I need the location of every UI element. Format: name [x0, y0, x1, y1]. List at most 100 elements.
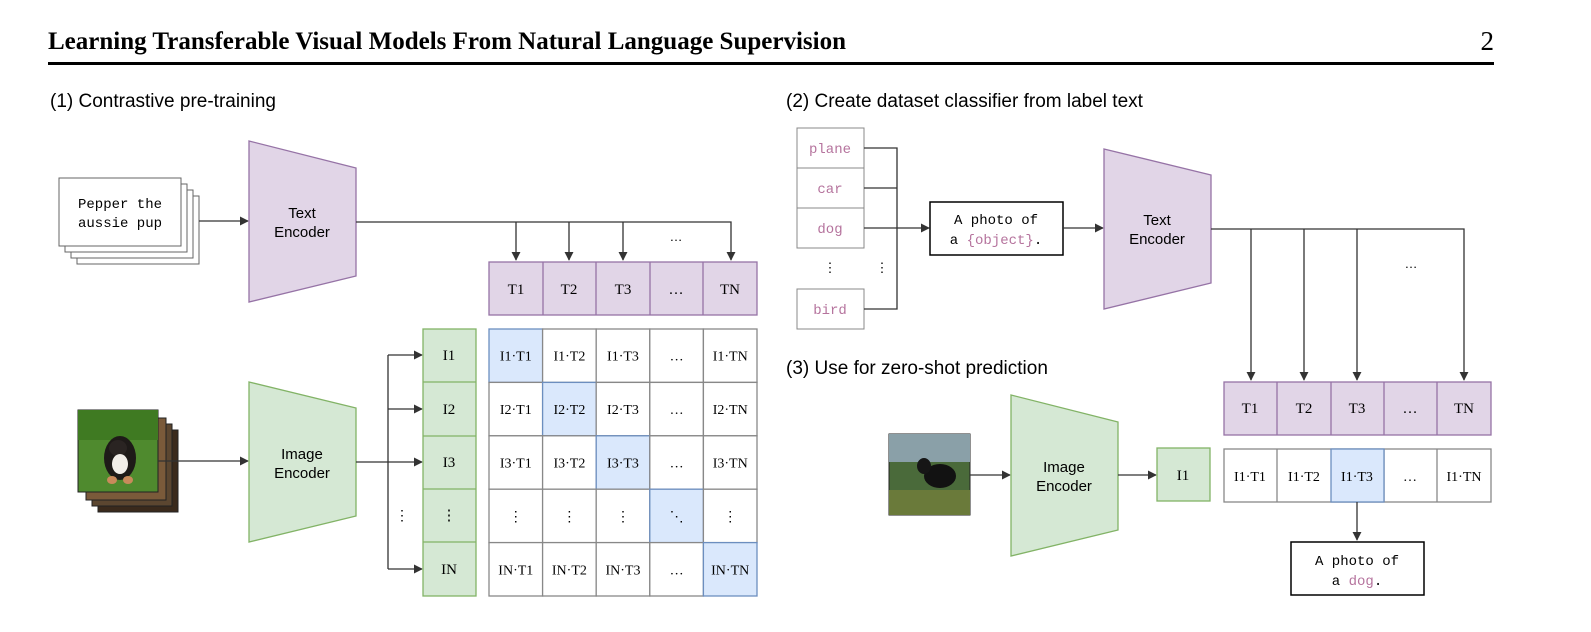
matrix-cell: [541, 435, 597, 490]
zero-shot-score-row: I1·T1 I1·T2 I1·T3 … I1·TN: [1223, 448, 1492, 503]
matrix-cell-label: …: [670, 457, 684, 472]
label-plane: plane: [809, 142, 851, 158]
matrix-cell-label: I1·T3: [607, 350, 639, 365]
matrix-cell-label: I3·T1: [500, 457, 532, 472]
label-lines-vdots: ⋮: [876, 260, 889, 275]
matrix-cell: [488, 381, 544, 437]
matrix-cell-label: …: [670, 563, 684, 578]
zs-text-token-t2: T2: [1296, 401, 1313, 417]
image-encoder-2-label-line2: Encoder: [1036, 478, 1092, 495]
text-encoder-2: [1103, 148, 1212, 310]
paper-title: Learning Transferable Visual Models From…: [48, 28, 846, 55]
label-dog: dog: [817, 222, 842, 238]
text-arrows-2-ellipsis: …: [1405, 256, 1418, 271]
zs-image-token-box: [1156, 447, 1211, 502]
prediction-line2: a dog.: [1332, 574, 1382, 590]
matrix-cell: [702, 488, 758, 544]
label-list: plane car dog bird ⋮ ⋮: [796, 127, 889, 330]
zs-image-token-i1: I1: [1177, 468, 1190, 484]
matrix-cell: [702, 328, 758, 384]
text-token-row-2: T1 T2 T3 … TN: [1223, 381, 1492, 436]
zero-shot-image: [888, 433, 971, 516]
matrix-cell-label: IN·T2: [552, 563, 587, 578]
image-arrows-vdots: ⋮: [395, 509, 409, 524]
prediction-line1: A photo of: [1315, 554, 1399, 570]
section1-title: (1) Contrastive pre-training: [50, 91, 276, 112]
matrix-cell-label: I3·T2: [553, 457, 585, 472]
matrix-cell-label: I2·T3: [607, 403, 639, 418]
matrix-cell: [649, 435, 705, 490]
prompt-template-box: [929, 201, 1064, 256]
matrix-cell-label: IN·T1: [498, 563, 533, 578]
image-encoder-1-label-line1: Image: [281, 446, 323, 463]
text-token-row-1: T1 T2 T3 … TN: [488, 261, 758, 316]
image-encoder-1: [248, 381, 357, 543]
page-number: 2: [1480, 26, 1495, 56]
matrix-cell-label: I3·T3: [607, 457, 639, 472]
zs-score-3: I1·T3: [1341, 470, 1373, 485]
image-token-i1: I1: [443, 348, 456, 364]
matrix-cell-label: I1·TN: [713, 350, 748, 365]
label-bird: bird: [813, 303, 847, 319]
zs-score-ellipsis: …: [1403, 470, 1417, 485]
matrix-cell-label: IN·T3: [606, 563, 641, 578]
image-token-i2: I2: [443, 402, 456, 418]
matrix-cell-label: I2·T2: [553, 403, 585, 418]
image-token-vdots: ⋮: [442, 508, 457, 524]
image-token-column-1: I1 I2 I3 ⋮ IN: [422, 328, 477, 597]
prediction-box: [1290, 541, 1425, 596]
text-encoder-1-label-line2: Encoder: [274, 224, 330, 241]
matrix-cell-label: I3·TN: [713, 457, 748, 472]
matrix-cell: [649, 381, 705, 437]
matrix-cell-diagonal: [649, 488, 705, 544]
text-encoder-1: [248, 140, 357, 303]
matrix-cell: [702, 435, 758, 490]
matrix-cell-diagonal: [595, 435, 651, 490]
matrix-cell: [595, 541, 651, 597]
matrix-cell-diagonal: [702, 541, 758, 597]
matrix-cell: [595, 381, 651, 437]
section3-title: (3) Use for zero-shot prediction: [786, 358, 1048, 379]
matrix-cell-label: I2·TN: [713, 403, 748, 418]
matrix-cell-label: I1·T2: [553, 350, 585, 365]
matrix-cell-label: ⋮: [509, 510, 523, 525]
matrix-cell-label: IN·TN: [711, 563, 749, 578]
label-car: car: [817, 182, 842, 198]
section2-title: (2) Create dataset classifier from label…: [786, 91, 1144, 112]
zs-text-token-t3: T3: [1349, 401, 1366, 417]
text-token-ellipsis: …: [669, 282, 684, 298]
zs-text-token-t1: T1: [1242, 401, 1259, 417]
label-list-vdots: ⋮: [824, 260, 837, 275]
page-header: Learning Transferable Visual Models From…: [48, 24, 1494, 65]
zs-text-token-tn: TN: [1454, 401, 1474, 417]
caption-card-stack: Pepper the aussie pup: [58, 177, 200, 265]
image-token-in: IN: [441, 562, 457, 578]
training-image-stack: [77, 409, 179, 513]
matrix-cell-label: ⋮: [562, 510, 576, 525]
zs-text-token-ellipsis: …: [1403, 401, 1418, 417]
matrix-cell-label: I1·T1: [500, 350, 532, 365]
matrix-cell-label: ⋮: [723, 510, 737, 525]
text-arrows-ellipsis: …: [670, 229, 683, 244]
text-encoder-2-label-line1: Text: [1143, 212, 1171, 229]
text-token-tn: TN: [720, 282, 740, 298]
caption-line-2: aussie pup: [78, 216, 162, 232]
zs-score-1: I1·T1: [1234, 470, 1266, 485]
text-token-t1: T1: [508, 282, 525, 298]
zs-score-n: I1·TN: [1447, 470, 1482, 485]
matrix-cell: [649, 541, 705, 597]
matrix-cell-label: …: [670, 350, 684, 365]
text-encoder-1-label-line1: Text: [288, 205, 316, 222]
matrix-cell-label: ⋱: [670, 510, 684, 525]
prompt-template-line2: a {object}.: [950, 233, 1042, 249]
prompt-template-line1: A photo of: [954, 213, 1038, 229]
zs-score-2: I1·T2: [1288, 470, 1320, 485]
matrix-cell-label: …: [670, 403, 684, 418]
text-token-t3: T3: [615, 282, 632, 298]
matrix-cell-label: ⋮: [616, 510, 630, 525]
matrix-cell: [595, 488, 651, 544]
matrix-cell: [702, 381, 758, 437]
image-encoder-1-label-line2: Encoder: [274, 465, 330, 482]
